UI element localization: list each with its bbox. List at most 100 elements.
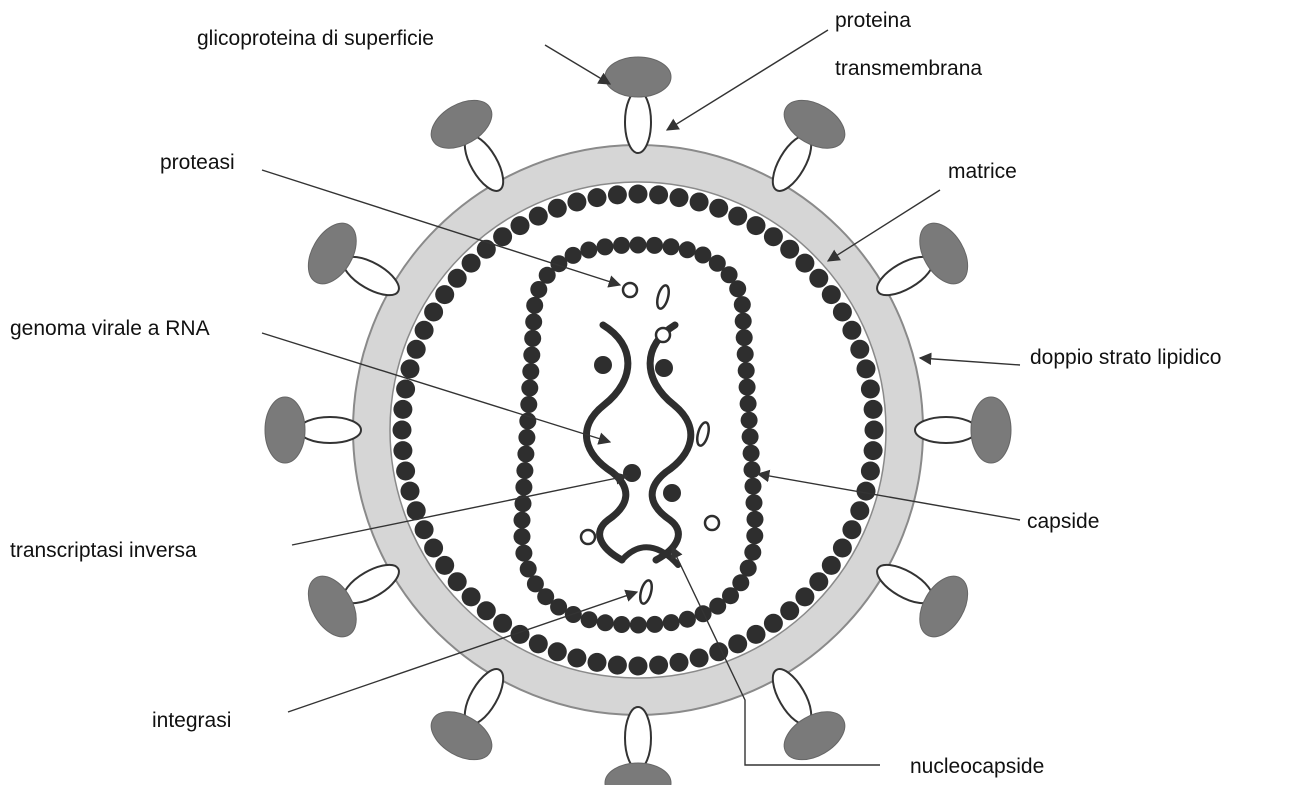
matrix-bead [747,625,766,644]
matrix-bead [529,634,548,653]
capsid-bead [597,238,614,255]
matrix-bead [690,649,709,668]
matrix-bead [850,340,869,359]
matrix-bead [780,240,799,259]
matrix-bead [401,359,420,378]
capsid-bead [516,462,533,479]
capsid-bead [735,313,752,330]
matrix-bead [649,185,668,204]
capsid-bead [663,238,680,255]
spike-cap [265,397,305,463]
matrix-bead [448,269,467,288]
matrix-bead [850,501,869,520]
matrix-bead [728,207,747,226]
matrix-bead [865,421,884,440]
matrix-bead [747,216,766,235]
matrix-bead [809,572,828,591]
capsid-bead [613,616,630,633]
matrix-bead [401,482,420,501]
matrix-bead [493,614,512,633]
matrix-bead [809,269,828,288]
matrix-bead [567,649,586,668]
spike-stem [625,91,651,153]
matrix-bead [608,185,627,204]
capsid-bead [747,511,764,528]
leader-glycoprotein [545,45,610,84]
spike-stem [625,707,651,769]
protease-circle [623,283,637,297]
matrix-bead [407,340,426,359]
capsid-bead [630,617,647,634]
capsid-bead [527,575,544,592]
capsid-bead [526,297,543,314]
matrix-bead [629,657,648,676]
capsid-bead [736,329,753,346]
capsid-bead [646,616,663,633]
protease-circle [581,530,595,544]
matrix-bead [861,462,880,481]
matrix-bead [396,380,415,399]
capsid-bead [679,611,696,628]
capsid-bead [523,347,540,364]
capsid-bead [745,478,762,495]
spike-cap [605,57,671,97]
label-lipid-bilayer: doppio strato lipidico [1030,346,1221,369]
matrix-bead [448,572,467,591]
matrix-bead [493,227,512,246]
capsid-bead [581,611,598,628]
matrix-bead [728,634,747,653]
spike-cap [971,397,1011,463]
matrix-bead [780,601,799,620]
matrix-bead [833,303,852,322]
matrix-bead [842,520,861,539]
enzyme-dot-filled [655,359,673,377]
matrix-bead [567,193,586,212]
matrix-bead [548,199,567,218]
matrix-bead [857,359,876,378]
capsid-bead [742,428,759,445]
protease-circle [705,516,719,530]
label-protease: proteasi [160,151,235,174]
capsid-bead [522,363,539,380]
capsid-bead [525,313,542,330]
capsid-bead [694,247,711,264]
capsid-bead [744,544,761,561]
leader-lipid-bilayer [920,358,1020,365]
spike [605,57,671,153]
matrix-bead [511,216,530,235]
matrix-bead [396,462,415,481]
capsid-bead [743,445,760,462]
capsid-bead [520,561,537,578]
spike-cap [605,763,671,785]
label-transmembrane-line1: proteina [835,9,911,32]
capsid-bead [740,395,757,412]
matrix-bead [795,587,814,606]
label-nucleocapsid: nucleocapside [910,755,1044,778]
capsid-bead [530,281,547,298]
capsid-bead [734,296,751,313]
matrix-bead [462,254,481,273]
capsid-bead [524,330,541,347]
capsid-bead [746,494,763,511]
matrix-bead [393,400,412,419]
spike [915,397,1011,463]
capsid-bead [518,429,535,446]
label-glycoprotein: glicoproteina di superficie [197,27,434,50]
matrix-bead [670,188,689,207]
matrix-bead [690,193,709,212]
label-reverse-transcriptase: transcriptasi inversa [10,539,197,562]
spike [605,707,671,785]
protease-circle [656,328,670,342]
matrix-bead [588,188,607,207]
matrix-bead [864,441,883,460]
matrix-bead [861,380,880,399]
matrix-bead [477,601,496,620]
enzyme-dot-filled [663,484,681,502]
matrix-bead [424,303,443,322]
capsid-bead [630,237,647,254]
matrix-bead [709,199,728,218]
label-rna-genome: genoma virale a RNA [10,317,210,340]
label-matrix: matrice [948,160,1017,183]
matrix-bead [424,539,443,558]
matrix-bead [822,285,841,304]
